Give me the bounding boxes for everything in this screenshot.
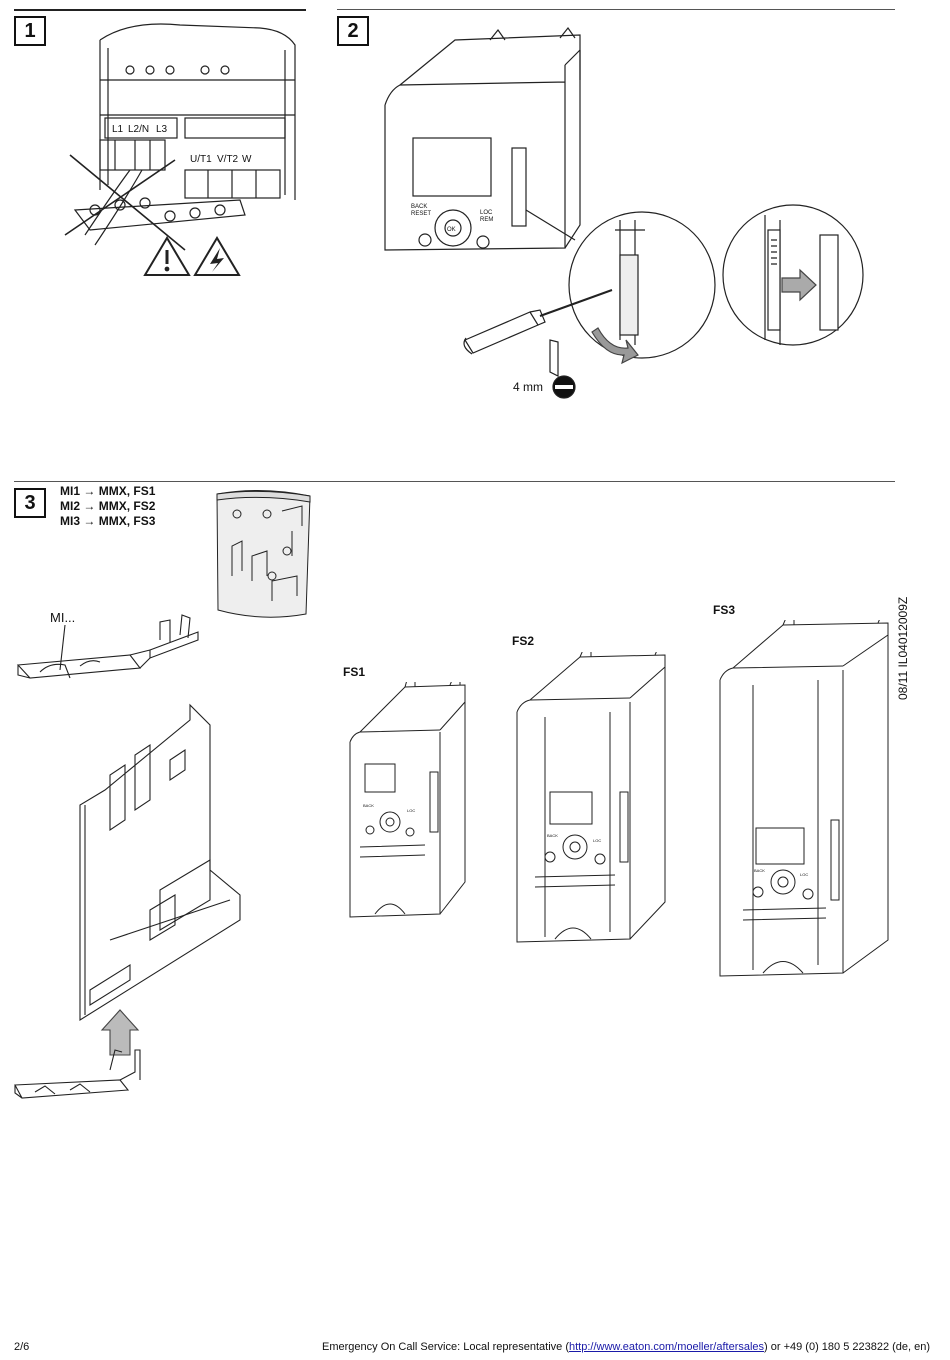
- fs1-key-loc: LOC: [407, 808, 415, 813]
- key-reset: RESET: [411, 211, 431, 217]
- page-number: 2/6: [14, 1341, 30, 1353]
- key-loc: LOC: [480, 210, 493, 216]
- fs2-key-loc: LOC: [593, 838, 601, 843]
- kit-mapping-row: MI2 → MMX, FS2: [60, 499, 156, 513]
- fs1-label: FS1: [343, 665, 366, 679]
- kit-mapping-row: MI3 → MMX, FS3: [60, 514, 156, 528]
- fs3-key-loc: LOC: [800, 872, 808, 877]
- footer-text-before: Emergency On Call Service: Local represe…: [322, 1341, 569, 1353]
- terminal-label-L1: L1: [112, 124, 124, 135]
- terminal-label-L3: L3: [156, 124, 168, 135]
- terminal-label-V-T2: V/T2: [217, 154, 239, 165]
- terminal-label-U-T1: U/T1: [190, 154, 212, 165]
- step-1-number: 1: [14, 16, 46, 46]
- step-2-number: 2: [337, 16, 369, 46]
- tool-size-label: 4 mm: [513, 380, 543, 394]
- step-3-number: 3: [14, 488, 46, 518]
- footer-text-after: ) or +49 (0) 180 5 223822 (de, en): [764, 1341, 931, 1353]
- kit-label: MI...: [50, 610, 76, 625]
- terminal-label-W: W: [242, 154, 252, 165]
- section-3-rule: [14, 481, 895, 482]
- fs1-key-back: BACK: [363, 803, 374, 808]
- document-id: 08/11 IL04012009Z: [896, 596, 910, 700]
- fs3-drive-illustration: BACK LOC: [719, 620, 889, 977]
- kit-mapping-list: MI1 → MMX, FS1 MI2 → MMX, FS2 MI3 → MMX,…: [60, 484, 155, 529]
- fs3-key-back: BACK: [754, 868, 765, 873]
- mounting-kit-illustration: [14, 614, 241, 1099]
- fs2-drive-illustration: BACK LOC: [516, 652, 666, 943]
- section-1-rule: [14, 9, 306, 11]
- step2-cover-removal-illustration: BACK RESET LOC REM OK 4 mm: [384, 26, 864, 399]
- aftersales-link[interactable]: http://www.eaton.com/moeller/aftersales: [569, 1341, 765, 1353]
- section-2-rule: [337, 9, 895, 10]
- fs1-drive-illustration: BACK LOC: [349, 682, 466, 918]
- parts-bag-illustration: [216, 489, 311, 618]
- key-ok: OK: [447, 227, 456, 233]
- kit-mapping-row: MI1 → MMX, FS1: [60, 484, 156, 498]
- fs2-key-back: BACK: [547, 833, 558, 838]
- terminal-label-L2N: L2/N: [128, 124, 149, 135]
- key-back: BACK: [411, 204, 427, 210]
- fs2-label: FS2: [512, 634, 535, 648]
- footer-service-line: Emergency On Call Service: Local represe…: [322, 1341, 930, 1353]
- key-rem: REM: [480, 217, 493, 223]
- step1-terminal-illustration: L1 L2/N L3 U/T1 V/T2 W: [64, 23, 296, 276]
- fs3-label: FS3: [713, 603, 736, 617]
